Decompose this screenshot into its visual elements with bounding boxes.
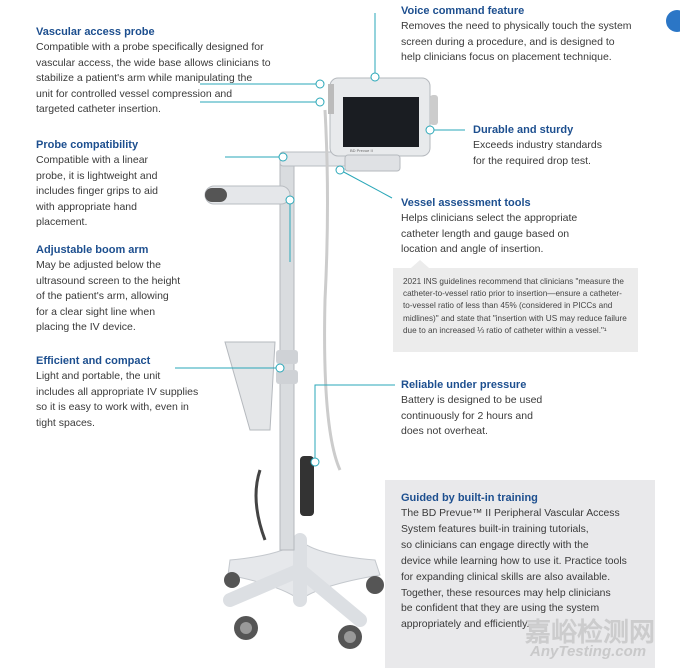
feature-efficient-compact: Efficient and compact Light and portable… (36, 354, 256, 431)
feature-body: Compatible with a probe specifically des… (36, 41, 271, 116)
feature-title: Adjustable boom arm (36, 244, 149, 256)
cart-base (223, 533, 384, 649)
boom-arm (204, 185, 291, 205)
watermark-en: AnyTesting.com (530, 643, 647, 660)
feature-title: Voice command feature (401, 5, 525, 17)
feature-body: Removes the need to physically touch the… (401, 20, 632, 64)
feature-probe-compatibility: Probe compatibility Compatible with a li… (36, 138, 236, 231)
feature-body: Helps clinicians select the appropriate … (401, 212, 578, 256)
battery (300, 456, 314, 516)
feature-body: Exceeds industry standards for the requi… (473, 139, 602, 167)
feature-title: Reliable under pressure (401, 379, 527, 391)
page-marker-icon (666, 10, 680, 32)
feature-voice-command: Voice command feature Removes the need t… (401, 4, 661, 66)
training-body: The BD Prevue™ II Peripheral Vascular Ac… (401, 508, 627, 631)
feature-reliable-pressure: Reliable under pressure Battery is desig… (401, 378, 601, 440)
feature-vessel-assessment: Vessel assessment tools Helps clinicians… (401, 196, 631, 258)
screen-label: BD Prevue II (350, 148, 373, 153)
watermark-cn: 嘉峪检测网 (525, 617, 656, 647)
ins-guideline-note: 2021 INS guidelines recommend that clini… (393, 260, 638, 352)
supply-basket (224, 341, 276, 431)
feature-durable-sturdy: Durable and sturdy Exceeds industry stan… (473, 123, 653, 169)
feature-title: Vascular access probe (36, 26, 155, 38)
feature-body: Compatible with a linear probe, it is li… (36, 154, 158, 229)
feature-title: Vessel assessment tools (401, 197, 531, 209)
feature-title: Durable and sturdy (473, 124, 574, 136)
feature-body: Light and portable, the unit includes al… (36, 370, 199, 429)
feature-vascular-access-probe: Vascular access probe Compatible with a … (36, 25, 296, 118)
feature-title: Efficient and compact (36, 355, 151, 367)
feature-adjustable-boom-arm: Adjustable boom arm May be adjusted belo… (36, 243, 246, 336)
feature-title: Probe compatibility (36, 139, 139, 151)
training-box: Guided by built-in training The BD Prevu… (385, 480, 655, 668)
callout-lines (175, 13, 465, 467)
feature-body: Battery is designed to be used continuou… (401, 394, 543, 438)
training-title: Guided by built-in training (401, 492, 538, 504)
monitor (328, 77, 438, 172)
feature-body: May be adjusted below the ultrasound scr… (36, 259, 181, 334)
